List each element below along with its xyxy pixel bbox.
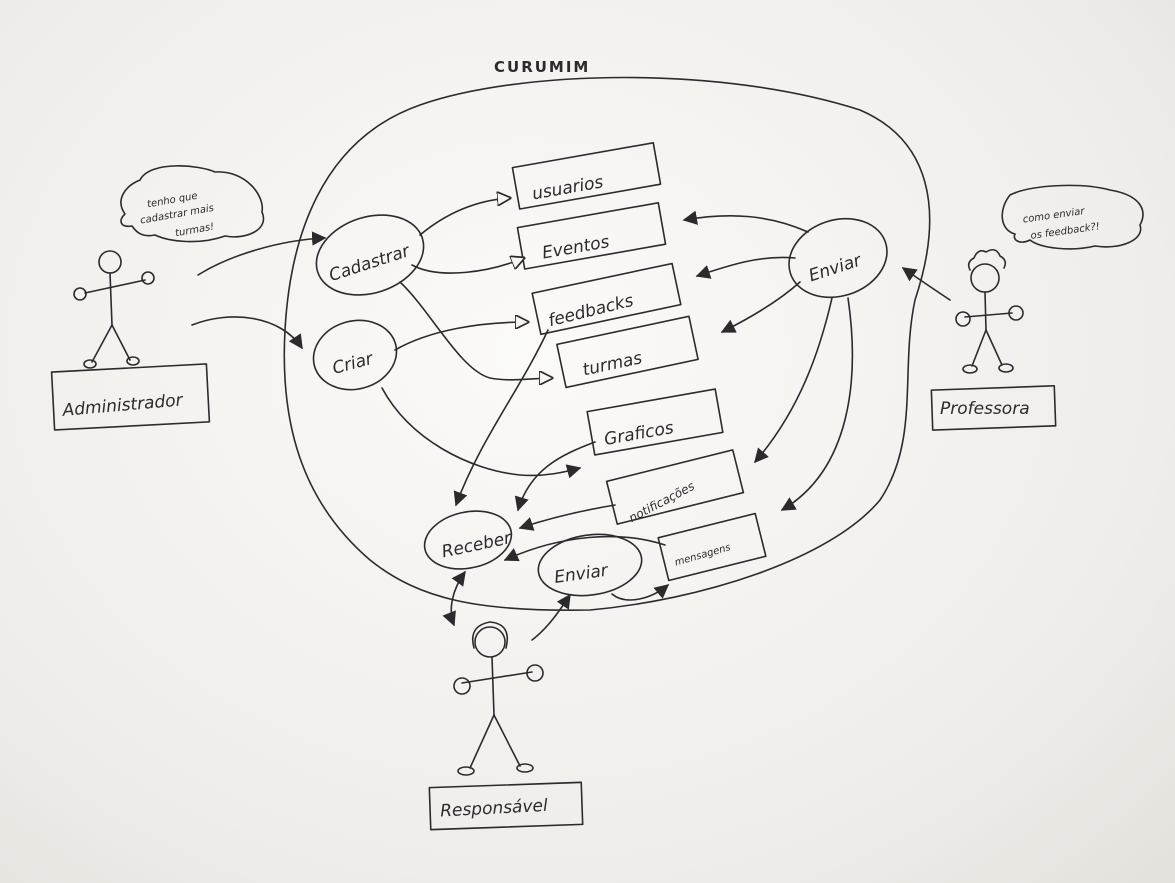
edge-professora-enviar — [901, 267, 951, 301]
actor-label-responsavel: Responsável — [440, 796, 549, 822]
use-case-criar — [312, 319, 398, 391]
edge-responsavel-receber — [442, 570, 466, 627]
actor-label-box-administrador — [50, 363, 211, 431]
edge-cadastrar-usuarios — [419, 198, 510, 236]
entity-label-notificacoes: notificações — [626, 479, 696, 525]
actor-head — [474, 626, 506, 658]
entity-notificacoes — [605, 449, 745, 525]
actor-label-administrador: Administrador — [61, 390, 185, 421]
entity-usuarios — [511, 142, 662, 210]
edge-criar-feedbacks — [394, 322, 528, 351]
actor-label-box-professora — [930, 385, 1057, 431]
edge-enviar-notificacoes — [754, 297, 833, 464]
actor-head — [970, 263, 1000, 293]
edge-admin-cadastrar — [197, 231, 327, 276]
edge-admin-criar — [191, 316, 303, 350]
entity-feedbacks — [531, 262, 682, 336]
edge-enviar-responsavel-mensagens — [611, 584, 670, 601]
speech-admin-line-3: turmas! — [174, 222, 215, 240]
actor-professora — [955, 248, 1024, 374]
actor-label-professora: Professora — [940, 399, 1030, 419]
entity-label-eventos: Eventos — [541, 232, 612, 264]
edge-enviar-mensagens — [780, 297, 854, 511]
entity-label-turmas: turmas — [581, 348, 644, 380]
use-case-label-criar: Criar — [330, 349, 376, 379]
edge-responsavel-enviar — [531, 593, 571, 641]
entity-label-usuarios: usuarios — [531, 172, 605, 204]
use-case-label-cadastrar: Cadastrar — [327, 241, 413, 286]
entity-label-mensagens: mensagens — [674, 542, 732, 568]
entity-label-graficos: Graficos — [603, 418, 676, 450]
use-case-label-enviar-professora: Enviar — [806, 250, 864, 286]
entity-mensagens — [657, 512, 767, 582]
entity-graficos — [586, 388, 724, 456]
use-case-label-receber: Receber — [440, 528, 514, 562]
edge-graficos-receber — [514, 441, 596, 512]
edge-criar-graficos — [381, 387, 582, 479]
edge-cadastrar-eventos — [411, 258, 524, 274]
actor-administrador — [73, 250, 155, 369]
entity-turmas — [556, 315, 699, 389]
edge-enviar-feedbacks — [695, 256, 796, 279]
edge-cadastrar-turmas — [399, 281, 552, 380]
edge-feedbacks-receber — [453, 329, 549, 507]
use-case-enviar-professora — [788, 217, 888, 299]
entity-label-feedbacks: feedbacks — [546, 291, 635, 331]
system-title: CURUMIM — [494, 58, 590, 76]
speech-bubble-administrador — [120, 165, 265, 243]
actor-label-box-responsavel — [428, 781, 584, 831]
use-case-label-enviar-responsavel: Enviar — [553, 561, 610, 588]
entity-eventos — [516, 202, 667, 270]
use-case-cadastrar — [315, 214, 425, 296]
edge-enviar-eventos — [682, 210, 809, 233]
use-case-receber — [423, 510, 513, 570]
actor-head — [98, 250, 122, 274]
system-boundary — [283, 76, 931, 612]
actor-responsavel — [453, 621, 544, 776]
speech-prof-line-2: os feedback?! — [1030, 221, 1101, 242]
speech-bubble-professora — [1001, 184, 1144, 250]
speech-prof-line-1: como enviar — [1022, 206, 1086, 226]
edge-notificacoes-receber — [518, 504, 616, 531]
edge-enviar-turmas — [720, 281, 801, 333]
edge-mensagens-receber — [503, 535, 666, 562]
use-case-enviar-responsavel — [537, 533, 643, 597]
